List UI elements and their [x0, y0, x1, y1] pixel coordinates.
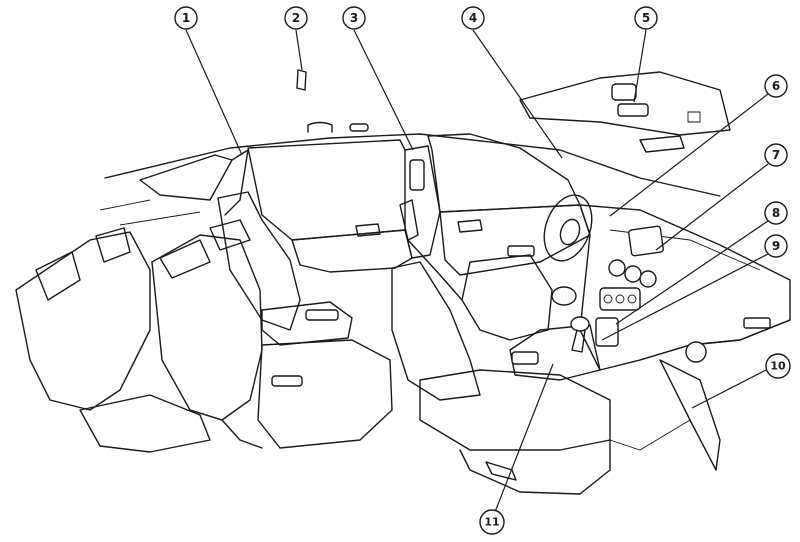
callout-6: 6	[764, 74, 788, 98]
rear-seatback-right	[217, 191, 301, 331]
switch-panel	[595, 317, 619, 347]
leader-10	[691, 369, 767, 409]
gear-lever	[571, 329, 586, 353]
rear-seat-armrest	[261, 301, 353, 346]
front-seat-cushion	[419, 369, 611, 451]
cargo-floor	[99, 199, 201, 226]
rear-seat-cushion	[257, 339, 393, 449]
sun-visor-clip	[687, 111, 701, 123]
callout-8-label: 8	[772, 206, 780, 220]
rear-door-panel	[291, 229, 413, 273]
driver-seat-side	[407, 239, 463, 301]
rear-headrest-left	[159, 239, 211, 279]
climate-knob-3	[627, 294, 637, 304]
windshield-header	[519, 71, 731, 136]
overhead-console	[611, 83, 637, 101]
rear-headrest-right	[209, 219, 251, 251]
leader-11	[494, 363, 554, 513]
rear-window	[139, 154, 233, 201]
callout-5: 5	[634, 6, 658, 30]
leader-5	[633, 29, 647, 103]
callout-8: 8	[764, 201, 788, 225]
callout-9: 9	[764, 234, 788, 258]
leader-lines	[185, 29, 769, 513]
front-door-handle	[457, 219, 483, 233]
center-console	[509, 324, 601, 381]
seatbelt-anchor	[409, 159, 425, 191]
third-row-headrest-right	[95, 227, 131, 263]
map-lamp	[617, 103, 649, 117]
leader-1	[185, 29, 243, 156]
passenger-vent	[685, 341, 707, 363]
center-display	[628, 225, 664, 257]
front-floor	[609, 419, 691, 451]
callout-4-label: 4	[469, 11, 477, 25]
callout-7: 7	[764, 143, 788, 167]
rearview-mirror	[639, 135, 685, 153]
climate-controls	[599, 287, 641, 311]
driver-headrest	[399, 199, 419, 241]
rear-seatback-left	[151, 234, 263, 421]
roof-lamp	[349, 123, 369, 132]
rear-door-handle	[355, 223, 381, 237]
leader-2	[295, 29, 303, 71]
callout-5-label: 5	[642, 11, 650, 25]
third-row-seatback	[15, 231, 151, 411]
leader-9	[601, 253, 769, 341]
front-seat-lever	[485, 461, 517, 481]
console-knob	[551, 286, 577, 306]
rear-seat-front-face	[189, 409, 263, 449]
callout-4: 4	[461, 6, 485, 30]
callout-9-label: 9	[772, 239, 780, 253]
gear-knob	[570, 316, 590, 332]
callout-11-label: 11	[484, 516, 499, 529]
third-row-cushion	[79, 394, 211, 453]
rear-door-window	[247, 139, 406, 241]
leader-6	[609, 93, 769, 217]
leader-4	[472, 29, 563, 159]
car-interior-illustration	[15, 71, 791, 495]
callout-1-label: 1	[182, 11, 190, 25]
armrest-cupholder	[305, 309, 339, 321]
roof-grab-handle	[307, 121, 333, 133]
dash-vent-right	[743, 317, 771, 329]
leader-8	[615, 220, 769, 325]
glovebox-area	[639, 319, 791, 361]
leader-7	[655, 163, 769, 251]
callout-3-label: 3	[350, 11, 358, 25]
callout-2: 2	[284, 6, 308, 30]
leader-3	[353, 29, 414, 151]
front-seat-base	[459, 439, 611, 495]
callout-7-label: 7	[772, 148, 780, 162]
steering-wheel	[543, 194, 593, 262]
steering-hub	[559, 218, 581, 246]
callout-11: 11	[479, 509, 505, 535]
front-door-window	[427, 133, 581, 213]
climate-knob-2	[615, 294, 625, 304]
gauge-2	[624, 265, 642, 283]
lower-dash-panel	[659, 359, 721, 471]
gauge-1	[608, 259, 626, 277]
front-seatback	[391, 261, 481, 401]
callout-6-label: 6	[772, 79, 780, 93]
callout-10: 10	[765, 353, 791, 379]
callout-10-label: 10	[770, 360, 786, 373]
driver-seatback	[461, 254, 553, 341]
roof-outline	[104, 133, 721, 197]
rear-pillar	[224, 149, 249, 216]
third-row-headrest-left	[35, 251, 81, 301]
callout-3: 3	[342, 6, 366, 30]
callout-2-label: 2	[292, 11, 300, 25]
callout-1: 1	[174, 6, 198, 30]
climate-knob-1	[603, 294, 613, 304]
cup-holder	[511, 351, 539, 365]
gauge-3	[639, 270, 657, 288]
item-2-component	[296, 69, 307, 91]
rear-seatbelt-buckle	[271, 375, 303, 387]
